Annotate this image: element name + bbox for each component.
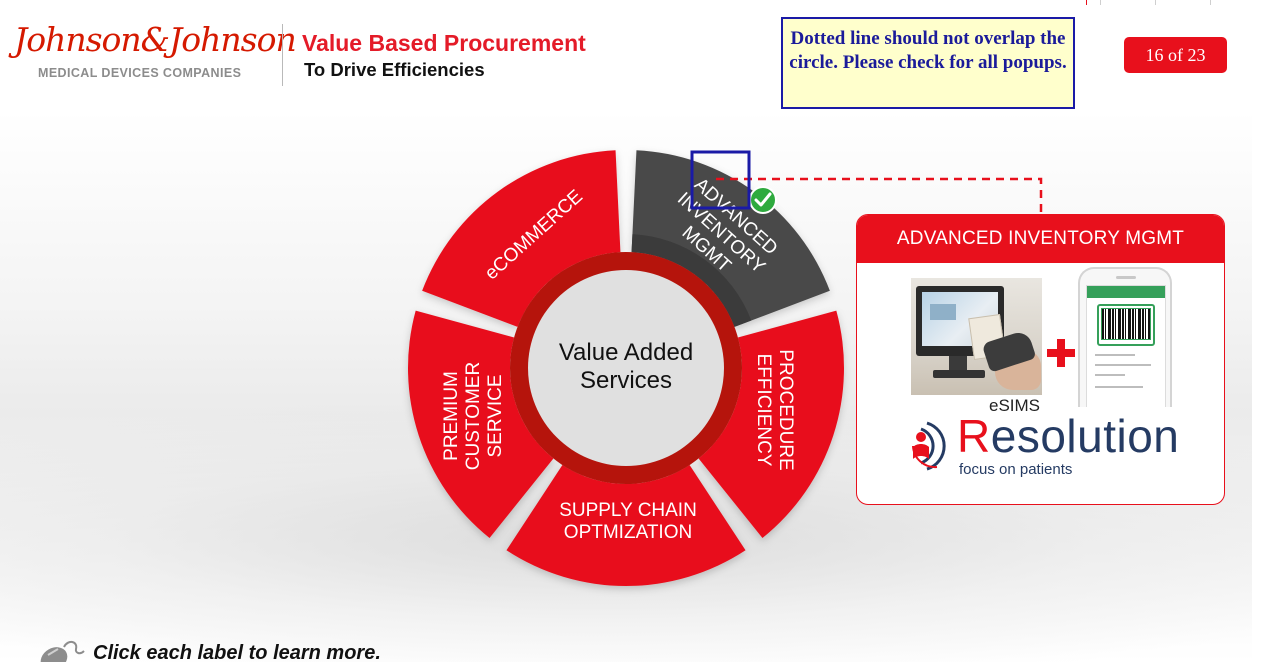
logo-subtitle: MEDICAL DEVICES COMPANIES [38, 66, 242, 80]
wheel-label-premium-customer[interactable]: PREMIUMCUSTOMERSERVICE [441, 362, 506, 470]
detail-popup: ADVANCED INVENTORY MGMT eSIMS [856, 214, 1225, 505]
company-logo: Johnson&Johnson MEDICAL DEVICES COMPANIE… [14, 20, 297, 81]
mouse-click-icon [40, 641, 85, 662]
resolution-wordmark-r: R [957, 410, 991, 462]
page-subtitle: To Drive Efficiencies [304, 59, 485, 80]
plus-icon [1047, 339, 1075, 367]
right-edge-strip [1252, 0, 1265, 662]
phone-barcode-image [1078, 267, 1172, 407]
wheel-segment-procedure-efficiency[interactable] [698, 310, 844, 539]
wheel-label-line: OPTMIZATION [564, 522, 692, 543]
header-divider [282, 24, 283, 86]
wheel-label-line: EFFICIENCY [753, 354, 774, 467]
wheel-segment-premium-customer[interactable] [408, 310, 554, 539]
wheel-label-line: SUPPLY CHAIN [559, 500, 697, 521]
page-counter-badge: 16 of 23 [1124, 37, 1227, 73]
wheel-label-line: PREMIUM [441, 371, 462, 461]
resolution-tagline: focus on patients [959, 461, 1073, 478]
review-note: Dotted line should not overlap the circl… [781, 17, 1075, 109]
checkmark-icon [749, 186, 777, 214]
center-label-line2: Services [580, 367, 672, 394]
page-title: Value Based Procurement [302, 30, 586, 56]
wheel-segment-ecommerce[interactable] [422, 150, 621, 327]
wheel-segment-supply-chain[interactable] [506, 465, 746, 586]
instruction-text: Click each label to learn more. [93, 642, 381, 662]
center-label-line1: Value Added [559, 339, 693, 366]
center-circle [528, 270, 724, 466]
resolution-logo: Resolution focus on patients [907, 410, 1197, 487]
resolution-wordmark: Resolution [957, 409, 1179, 463]
wheel-label-procedure-efficiency[interactable]: PROCEDUREEFFICIENCY [753, 349, 796, 470]
review-highlight-box [690, 150, 751, 210]
active-segment-inner-band [631, 234, 752, 327]
wheel-segment-advanced-inventory[interactable] [631, 150, 830, 327]
logo-wordmark: Johnson&Johnson [14, 20, 297, 59]
wheel-label-line: CUSTOMER [463, 362, 484, 470]
esims-scanner-photo [911, 278, 1042, 395]
popup-title: ADVANCED INVENTORY MGMT [857, 215, 1224, 263]
wheel-label-line: PROCEDURE [775, 349, 796, 470]
resolution-wordmark-rest: esolution [990, 410, 1180, 462]
resolution-emblem-icon [912, 421, 946, 471]
popup-connector-line [716, 177, 1043, 214]
wheel-label-line: SERVICE [485, 374, 506, 457]
esims-caption: eSIMS [989, 396, 1041, 415]
